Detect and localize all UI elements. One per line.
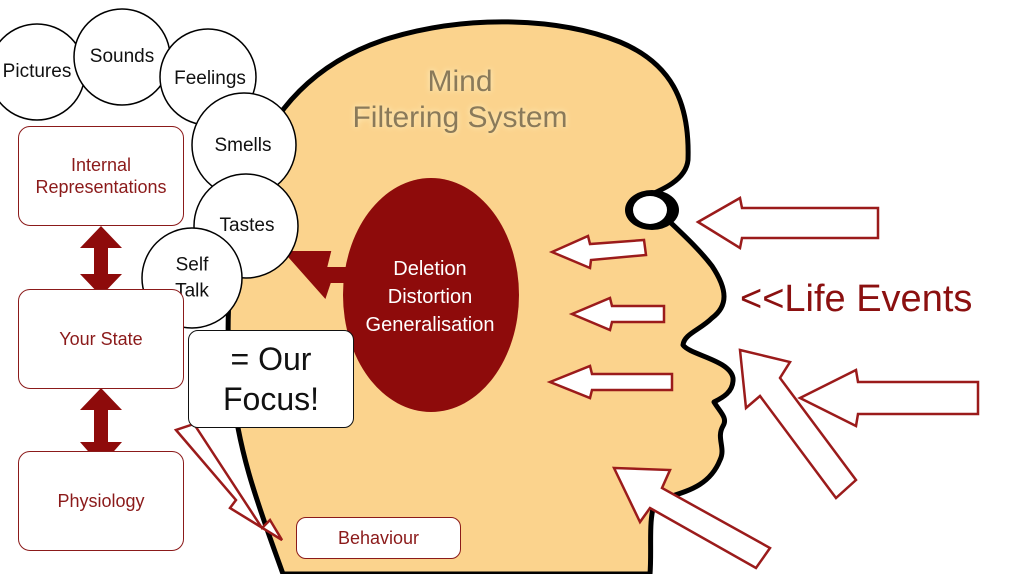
life-event-arrow-4 xyxy=(546,364,674,400)
focus-line-1: = Our xyxy=(230,341,312,377)
smells-label: Smells xyxy=(214,135,272,157)
diagram-title: Mind Filtering System xyxy=(280,64,640,136)
pictures-label: Pictures xyxy=(2,61,72,83)
self-talk-label: Self Talk xyxy=(175,254,209,301)
life-event-arrow-3 xyxy=(568,296,666,332)
your-state-label: Your State xyxy=(59,328,143,349)
filter-generalisation: Generalisation xyxy=(365,314,495,336)
filter-distortion: Distortion xyxy=(387,286,473,308)
focus-box: = Our Focus! xyxy=(188,330,354,428)
life-events-label: <<Life Events xyxy=(740,278,973,320)
double-arrow-1 xyxy=(80,226,122,296)
life-event-arrow-1 xyxy=(695,196,880,251)
feelings-label: Feelings xyxy=(174,68,246,90)
physiology-box: Physiology xyxy=(18,451,184,551)
filter-text: Deletion Distortion Generalisation xyxy=(350,255,510,339)
filter-deletion: Deletion xyxy=(393,258,467,280)
tastes-label: Tastes xyxy=(219,215,275,237)
internal-representations-label: Internal Representations xyxy=(35,154,167,198)
life-event-arrow-7 xyxy=(611,466,772,570)
filter-ellipse xyxy=(343,178,519,412)
your-state-box: Your State xyxy=(18,289,184,389)
physiology-label: Physiology xyxy=(57,490,145,511)
life-event-arrow-5 xyxy=(797,368,980,428)
life-event-arrow-2 xyxy=(548,234,648,270)
focus-line-2: Focus! xyxy=(222,381,320,417)
arrow-to-self-talk xyxy=(282,251,349,299)
double-arrow-2 xyxy=(80,388,122,466)
eye-white xyxy=(633,196,667,224)
life-event-arrow-6 xyxy=(738,348,858,500)
behaviour-box: Behaviour xyxy=(296,517,461,559)
title-line-1: Mind xyxy=(427,65,493,98)
internal-representations-box: Internal Representations xyxy=(18,126,184,226)
behaviour-arrow xyxy=(173,422,284,542)
sounds-label: Sounds xyxy=(89,46,155,68)
behaviour-label: Behaviour xyxy=(337,527,420,548)
title-line-2: Filtering System xyxy=(352,101,568,134)
